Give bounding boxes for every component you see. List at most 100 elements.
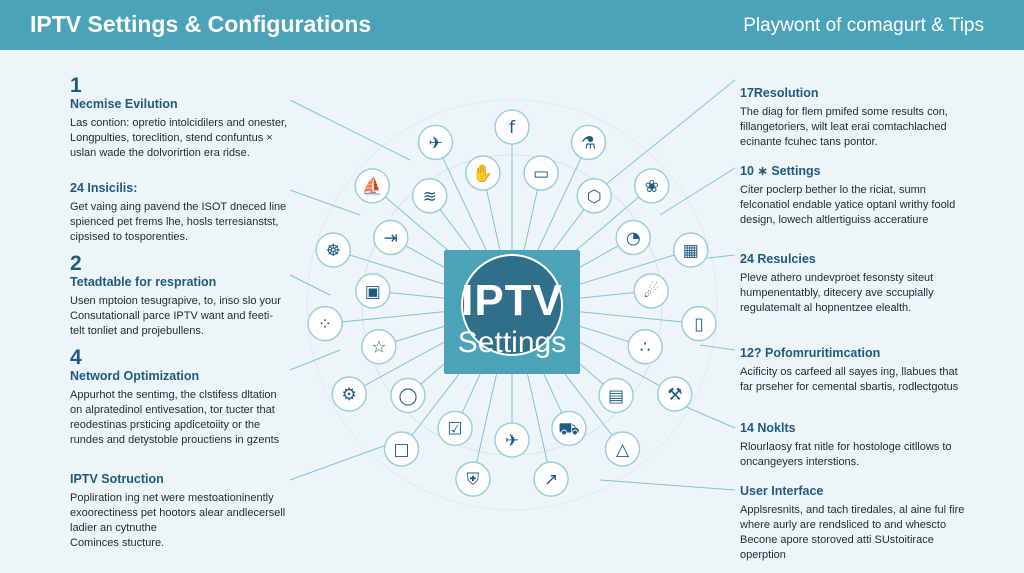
svg-text:☸: ☸ xyxy=(326,241,341,261)
right-section-2: 10 ∗ Settings Citer poclerp bether lo th… xyxy=(740,163,990,228)
svg-text:▦: ▦ xyxy=(683,241,699,261)
section-heading: Netword Optimization xyxy=(70,369,200,383)
right-section-1: 17Resolution The diag for flem pmifed so… xyxy=(740,86,990,150)
svg-text:⚙: ⚙ xyxy=(342,385,357,405)
section-heading: 10 ∗ Settings xyxy=(740,164,821,178)
section-text: Popliration ing net were mestoationinent… xyxy=(70,492,286,549)
section-heading: 17Resolution xyxy=(740,86,819,100)
svg-text:⬡: ⬡ xyxy=(587,187,602,207)
svg-text:↗: ↗ xyxy=(544,470,558,490)
section-text: Pleve athero undevproet fesonsty siteut … xyxy=(740,272,934,314)
plane-icon: ✈ xyxy=(494,422,530,458)
svg-text:❀: ❀ xyxy=(645,177,659,197)
right-section-6: User Interface Applsresnits, and tach ti… xyxy=(740,484,990,563)
leader-line xyxy=(599,479,736,491)
left-section-2: 24 Insicilis: Get vaing aing pavend the … xyxy=(70,181,320,245)
header-bar: IPTV Settings & Configurations Playwont … xyxy=(0,0,1024,50)
circle-link-icon: ◯ xyxy=(390,377,426,414)
header-tagline: Playwont of comagurt & Tips xyxy=(743,15,984,36)
leader-line xyxy=(289,439,401,481)
section-text: Rlourlaosy frat nitle for hostologe citl… xyxy=(740,441,952,468)
section-heading: IPTV Sotruction xyxy=(70,472,164,486)
network-icon: ∴ xyxy=(627,328,663,365)
guide-circle xyxy=(306,99,718,511)
svg-text:▣: ▣ xyxy=(365,282,381,302)
shield-icon: ⛨ xyxy=(455,461,491,497)
wifi-icon: ≋ xyxy=(411,178,448,214)
svg-text:△: △ xyxy=(616,440,630,460)
leader-line xyxy=(289,99,411,161)
section-text: Las contion: opretio intolcidilers and o… xyxy=(70,117,288,159)
section-text: The diag for flem pmifed some results co… xyxy=(740,106,948,148)
svg-text:▤: ▤ xyxy=(608,386,624,406)
hand-icon: ✋ xyxy=(465,155,501,191)
svg-text:✈: ✈ xyxy=(428,133,442,153)
checklist-icon: ☑ xyxy=(437,410,473,447)
section-heading: Necmise Evilution xyxy=(70,97,178,111)
svg-text:✋: ✋ xyxy=(472,163,493,184)
right-section-5: 14 Noklts Rlourlaosy frat nitle for host… xyxy=(740,421,990,470)
svg-text:⚗: ⚗ xyxy=(581,133,596,153)
bus-icon: ▤ xyxy=(598,377,634,414)
section-number: 1 xyxy=(70,74,82,97)
svg-text:☑: ☑ xyxy=(447,419,462,439)
section-text: Appurhot the sentimg, the clstifess dlta… xyxy=(70,389,280,446)
facebook-icon: f xyxy=(494,109,530,145)
brain-icon: ❀ xyxy=(633,168,670,204)
chart-icon: ↗ xyxy=(533,461,569,497)
left-section-4: 4 Netword Optimization Appurhot the sent… xyxy=(70,347,320,448)
center-hub xyxy=(461,254,563,356)
svg-text:⁘: ⁘ xyxy=(318,315,332,335)
lamp-icon: ☆ xyxy=(361,328,397,365)
svg-text:⛵: ⛵ xyxy=(362,176,383,197)
arrow-in-icon: ⇥ xyxy=(373,219,409,256)
section-heading: 14 Noklts xyxy=(740,421,796,435)
svg-text:⇥: ⇥ xyxy=(384,229,398,249)
section-heading: 24 Resulcies xyxy=(740,252,816,266)
right-section-3: 24 Resulcies Pleve athero undevproet fes… xyxy=(740,252,990,316)
phone-icon: ▯ xyxy=(681,305,717,342)
left-section-3: 2 Tetadtable for respration Usen mptoion… xyxy=(70,253,320,339)
svg-text:□: □ xyxy=(393,440,409,460)
leader-line xyxy=(289,274,331,296)
dashboard-icon: ◔ xyxy=(615,219,651,256)
section-text: Acificity os carfeed all sayes ing, llab… xyxy=(740,366,959,393)
satellite-icon: ☄ xyxy=(633,273,669,309)
left-section-5: IPTV Sotruction Popliration ing net were… xyxy=(70,472,320,551)
section-number: 4 xyxy=(70,346,82,369)
svg-text:◔: ◔ xyxy=(626,229,641,249)
credit-card-icon: ▭ xyxy=(523,155,559,191)
section-number: 2 xyxy=(70,252,82,275)
page-title: IPTV Settings & Configurations xyxy=(30,11,372,37)
left-section-1: 1 Necmise Evilution Las contion: opretio… xyxy=(70,75,320,161)
section-heading: Tetadtable for respration xyxy=(70,275,217,289)
right-section-4: 12? Pofomruritimcation Acificity os carf… xyxy=(740,346,990,395)
rocket-icon: ✈ xyxy=(417,124,454,161)
section-text: Applsresnits, and tach tiredales, al ain… xyxy=(740,504,965,561)
svg-text:▯: ▯ xyxy=(694,315,703,335)
svg-text:⛨: ⛨ xyxy=(467,470,480,490)
svg-text:✈: ✈ xyxy=(505,431,519,451)
nodes-icon: ⁘ xyxy=(307,305,343,342)
sail-icon: ⛵ xyxy=(354,168,391,204)
building-icon: ▦ xyxy=(673,232,709,268)
truck-icon: ⛟ xyxy=(551,410,587,447)
svg-text:f: f xyxy=(509,118,516,138)
svg-text:☆: ☆ xyxy=(371,338,386,358)
svg-text:⚒: ⚒ xyxy=(667,385,682,405)
section-heading: 12? Pofomruritimcation xyxy=(740,346,881,360)
section-heading: 24 Insicilis: xyxy=(70,181,138,195)
leader-line xyxy=(659,167,736,216)
flask-icon: ⚗ xyxy=(570,124,607,161)
svg-text:☄: ☄ xyxy=(644,282,659,302)
leader-line xyxy=(699,344,736,351)
icon-ring: f ▭ ⚗ ⬡ ❀ ◔ ▦ ☄ ▯ ∴ ⚒ ▤ △ ⛟ ↗ ✈ ⛨ ☑ □ ◯ ⚙ ☆ ⁘ ▣ ☸ ⇥ ⛵ ≋ ✈ ✋ xyxy=(307,109,717,497)
triangle-network-icon: △ xyxy=(604,431,641,467)
svg-text:∴: ∴ xyxy=(640,338,651,358)
settings-icon: ☸ xyxy=(315,232,351,268)
cpu-icon: ▣ xyxy=(355,273,391,309)
section-text: Citer poclerp bether lo the riciat, sumn… xyxy=(740,184,956,226)
leader-line xyxy=(289,189,361,216)
wrench-icon: ⚒ xyxy=(657,376,693,412)
